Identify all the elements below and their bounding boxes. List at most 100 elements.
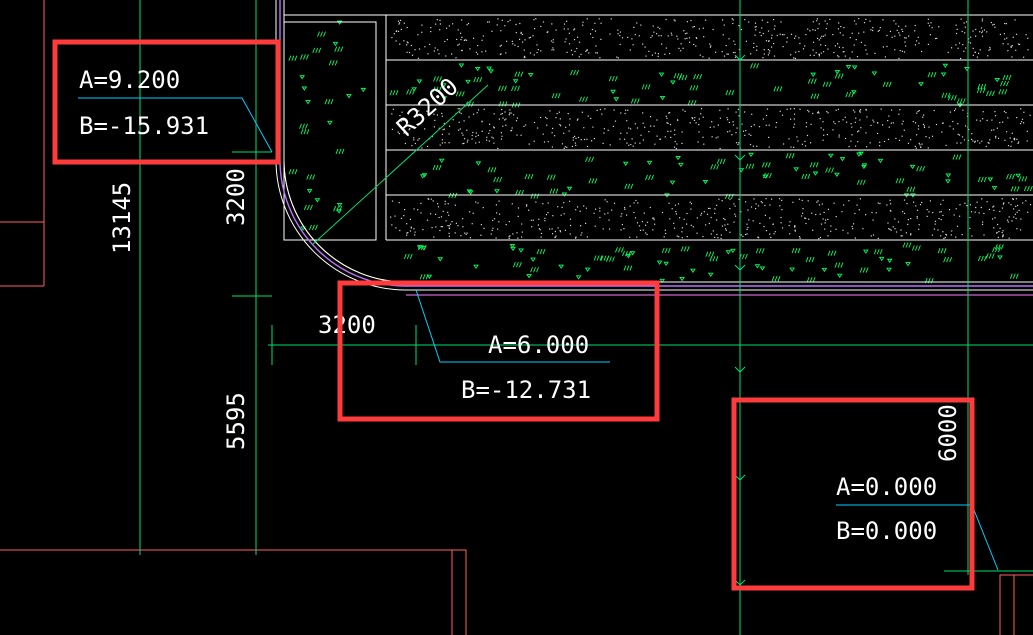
hatch-dot (628, 144, 630, 146)
hatch-dot (477, 134, 479, 136)
hatch-dot (905, 232, 907, 234)
hatch-dot (833, 51, 835, 54)
hatch-dot (795, 35, 797, 37)
hatch-dot (918, 228, 920, 230)
hatch-mark (299, 123, 308, 129)
hatch-dot (515, 120, 518, 122)
hatch-dot (853, 20, 856, 22)
hatch-dot (427, 53, 429, 55)
hatch-dot (563, 213, 565, 215)
hatch-dot (700, 108, 703, 110)
hatch-dot (806, 134, 809, 137)
hatch-dot (572, 139, 574, 141)
hatch-dot (829, 18, 831, 20)
hatch-dot (855, 117, 857, 119)
hatch-dot (870, 29, 872, 31)
hatch-dot (569, 200, 571, 202)
hatch-dot (895, 23, 897, 25)
hatch-dot (859, 109, 862, 111)
hatch-dot (835, 216, 837, 218)
hatch-dot (440, 216, 443, 218)
hatch-dot (981, 140, 983, 142)
hatch-dot (469, 237, 471, 239)
hatch-dot (709, 126, 711, 128)
hatch-dot (760, 201, 762, 203)
hatch-dot (663, 236, 665, 238)
hatch-dot (727, 108, 729, 110)
hatch-mark (738, 253, 748, 260)
coordinate-a-value: A=6.000 (488, 331, 589, 359)
hatch-dot (561, 143, 564, 145)
hatch-dot (414, 231, 416, 233)
hatch-dot (625, 109, 627, 111)
hatch-dot (509, 109, 511, 111)
hatch-dot (613, 109, 615, 111)
hatch-mark (551, 92, 561, 99)
hatch-dot (734, 43, 736, 45)
hatch-dot (1013, 208, 1015, 210)
hatch-mark (466, 189, 473, 194)
hatch-dot (729, 130, 731, 132)
hatch-dot (540, 232, 543, 234)
hatch-dot (1023, 56, 1025, 58)
hatch-mark (300, 129, 310, 135)
hatch-dot (715, 137, 717, 139)
hatch-dot (757, 205, 760, 207)
hatch-dot (826, 23, 828, 25)
hatch-dot (754, 22, 757, 24)
hatch-mark (588, 178, 598, 184)
hatch-dot (563, 147, 565, 149)
hatch-dot (551, 132, 553, 134)
hatch-mark (994, 244, 1004, 250)
hatch-dot (918, 224, 920, 226)
hatch-dot (569, 218, 572, 220)
hatch-dot (510, 130, 512, 132)
hatch-dot (709, 43, 711, 45)
hatch-dot (684, 33, 687, 35)
hatch-dot (609, 144, 611, 146)
hatch-dot (737, 108, 739, 110)
hatch-mark (475, 161, 482, 166)
hatch-mark (689, 85, 699, 91)
hatch-dot (812, 49, 814, 51)
hatch-dot (693, 119, 696, 121)
hatch-mark (916, 166, 926, 172)
coordinate-b-value: B=-12.731 (461, 376, 591, 404)
hatch-dot (837, 108, 839, 110)
hatch-dot (1016, 138, 1018, 140)
hatch-dot (682, 47, 684, 49)
hatch-dot (1009, 137, 1011, 139)
hatch-dot (865, 18, 867, 20)
hatch-dot (882, 46, 884, 48)
hatch-dot (943, 237, 945, 240)
hatch-dot (462, 134, 464, 136)
hatch-dot (599, 207, 601, 209)
hatch-dot (681, 231, 683, 233)
hatch-dot (635, 199, 637, 202)
hatch-dot (847, 232, 849, 234)
hatch-dot (665, 18, 667, 21)
hatch-dot (748, 133, 750, 135)
hatch-dot (901, 50, 903, 52)
hatch-dot (619, 35, 621, 37)
hatch-dot (1002, 203, 1004, 205)
hatch-dot (823, 51, 825, 53)
hatch-dot (446, 27, 448, 29)
hatch-dot (780, 222, 782, 224)
hatch-dot (391, 113, 393, 115)
hatch-dot (403, 215, 405, 217)
hatch-dot (1010, 204, 1012, 206)
hatch-dot (447, 211, 449, 213)
hatch-dot (607, 212, 609, 214)
hatch-dot (918, 42, 920, 44)
hatch-dot (882, 19, 884, 21)
hatch-dot (865, 49, 867, 51)
coordinate-label-1: A=9.200 B=-15.931 (79, 66, 209, 140)
hatch-dot (602, 142, 604, 144)
hatch-dot (417, 209, 419, 211)
hatch-dot (448, 214, 450, 216)
hatch-dot (898, 113, 900, 115)
hatch-dot (510, 112, 512, 114)
hatch-mark (440, 83, 447, 88)
hatch-dot (952, 128, 954, 130)
